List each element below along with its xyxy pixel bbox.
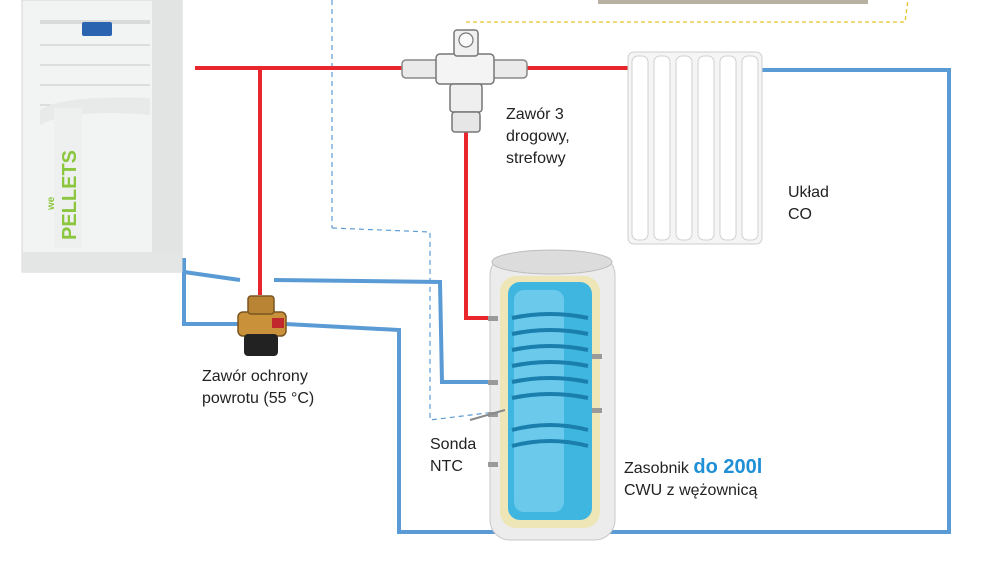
sensor-line1: Sonda bbox=[430, 436, 477, 453]
return-valve-line2: powrotu (55 °C) bbox=[202, 390, 315, 407]
control-dashed-line bbox=[331, 227, 496, 421]
tank-desc: CWU z wężownicą bbox=[624, 482, 758, 499]
return-valve-label: Zawór ochrony powrotu (55 °C) bbox=[202, 366, 314, 410]
return-pipes bbox=[182, 68, 951, 534]
three-way-valve-label: Zawór 3 drogowy, strefowy bbox=[506, 104, 570, 170]
co-system-label: Układ CO bbox=[788, 182, 829, 226]
sensor-line2: NTC bbox=[430, 458, 463, 475]
pellet-boiler: PELLETS we bbox=[21, 0, 183, 273]
co-line2: CO bbox=[788, 206, 812, 223]
tank-line1: Zasobnik do 200l bbox=[624, 456, 762, 480]
top-image-strip bbox=[598, 0, 868, 4]
hot-water-tank bbox=[469, 249, 616, 541]
boiler-display bbox=[82, 22, 112, 36]
radiator bbox=[627, 51, 763, 245]
valve3-line1: Zawór 3 bbox=[506, 106, 564, 123]
valve3-line2: drogowy, bbox=[506, 128, 570, 145]
return-valve-line1: Zawór ochrony bbox=[202, 368, 308, 385]
boiler-logo-prefix: we bbox=[46, 196, 57, 211]
supply-pipes bbox=[195, 66, 628, 320]
boiler-logo: PELLETS bbox=[59, 150, 81, 240]
tank-capacity: do 200l bbox=[693, 456, 763, 478]
valve3-line3: strefowy bbox=[506, 150, 566, 167]
co-line1: Układ bbox=[788, 184, 829, 201]
tank-prefix: Zasobnik bbox=[624, 460, 689, 477]
three-way-valve bbox=[401, 29, 528, 133]
tank-label: Zasobnik do 200l CWU z wężownicą bbox=[624, 456, 762, 502]
return-protection-valve bbox=[237, 295, 287, 356]
ntc-sensor-label: Sonda NTC bbox=[430, 434, 476, 478]
